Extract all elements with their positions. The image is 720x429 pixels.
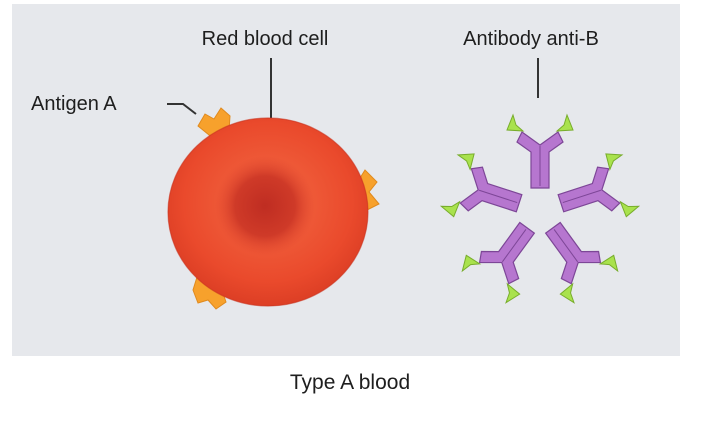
antigen-leader-line (167, 103, 197, 115)
red-blood-cell-label: Red blood cell (201, 28, 329, 50)
antibody-anti-b-label: Antibody anti-B (463, 28, 599, 50)
red-blood-cell (167, 117, 369, 307)
antigen-a-label: Antigen A (31, 93, 117, 115)
antibody-anti-b (438, 113, 642, 307)
figure-caption: Type A blood (289, 371, 411, 394)
